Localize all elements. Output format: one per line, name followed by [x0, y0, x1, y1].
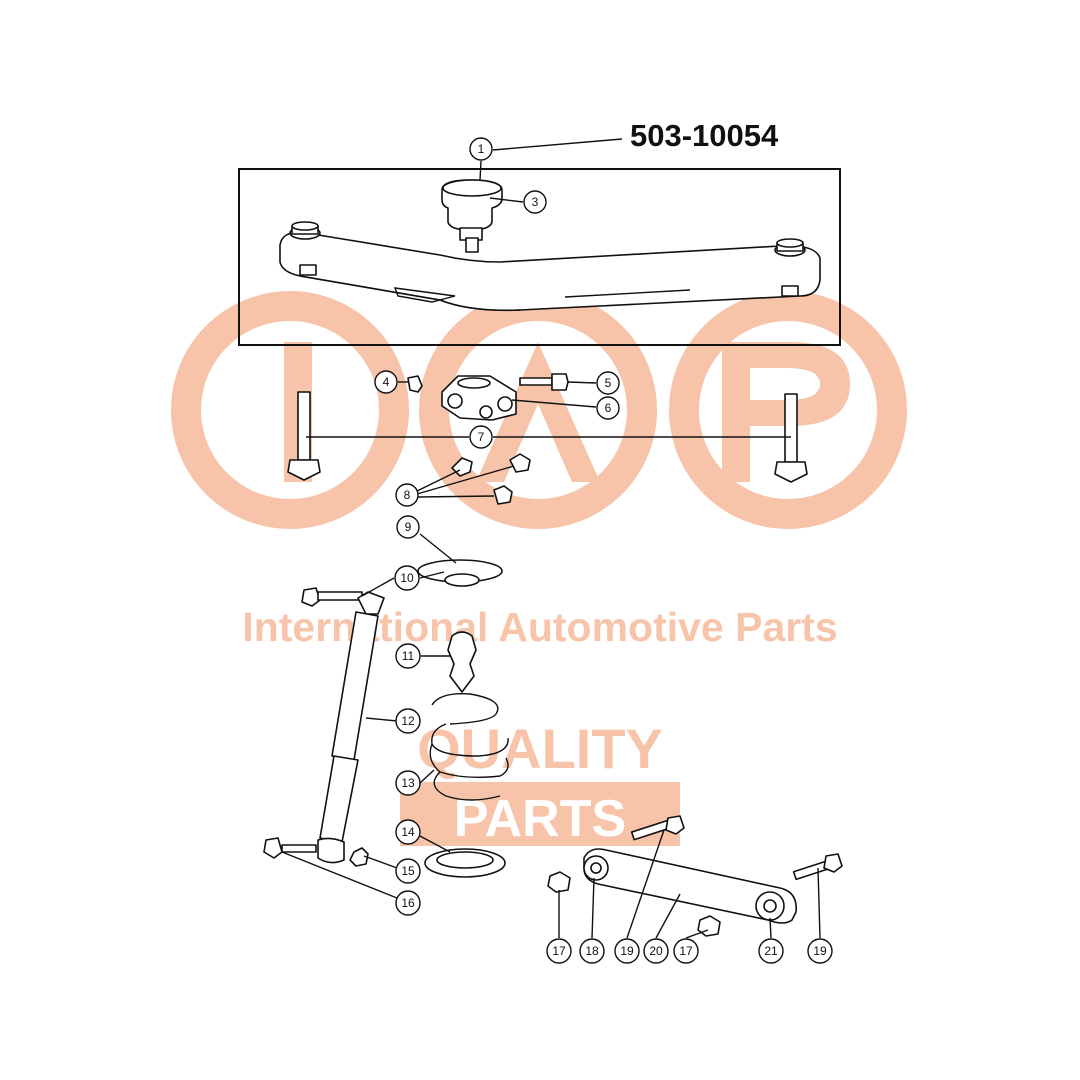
watermark-parts: PARTS: [454, 790, 626, 848]
callout-3: 3: [523, 190, 547, 214]
nut-left: [547, 871, 571, 893]
callout-6: 6: [596, 396, 620, 420]
callout-10: 10: [394, 565, 420, 591]
callout-8: 8: [395, 483, 419, 507]
callout-label: 5: [605, 376, 612, 390]
coil-spring: [429, 693, 509, 801]
long-bolt-right: [774, 393, 808, 483]
callout-label: 15: [401, 864, 415, 878]
callout-11: 11: [395, 643, 421, 669]
bushing-bracket: [441, 375, 517, 421]
upper-control-arm: [279, 221, 821, 312]
callout-label: 17: [552, 944, 566, 958]
shock-upper-bolt: [301, 587, 363, 607]
callout-18: 18: [579, 938, 605, 964]
callout-label: 19: [620, 944, 634, 958]
callout-4: 4: [374, 370, 398, 394]
callout-label: 21: [764, 944, 778, 958]
watermark-ring-right: [669, 291, 907, 529]
part-number-leader: [492, 138, 623, 151]
callout-label: 19: [813, 944, 827, 958]
callout-17-left: 17: [546, 938, 572, 964]
long-bolt-left: [287, 391, 321, 481]
callout-label: 20: [649, 944, 663, 958]
callout-20: 20: [643, 938, 669, 964]
callout-label: 11: [402, 649, 415, 663]
watermark-registered-mark: R: [667, 791, 675, 802]
callout-label: 3: [532, 195, 539, 209]
bracket-bolt: [519, 373, 569, 391]
small-bolts: [451, 453, 531, 505]
leader-lines: [281, 160, 821, 939]
callout-label: 16: [401, 896, 415, 910]
lower-spring-seat: [424, 848, 506, 878]
callout-label: 14: [401, 825, 415, 839]
callout-16: 16: [395, 890, 421, 916]
shock-absorber: [317, 591, 385, 864]
shock-lower-bolt: [263, 837, 317, 859]
callout-14: 14: [395, 819, 421, 845]
callout-9: 9: [396, 515, 420, 539]
callout-label: 9: [405, 520, 412, 534]
callout-19-right: 19: [807, 938, 833, 964]
watermark-ring-left: [171, 291, 409, 529]
watermark-letter-a: [476, 342, 600, 482]
shock-lower-nut: [349, 847, 369, 867]
part-number: 503-10054: [630, 118, 779, 153]
callout-17-right: 17: [673, 938, 699, 964]
ball-joint: [441, 179, 503, 253]
callout-label: 4: [383, 375, 390, 389]
callout-label: 17: [679, 944, 693, 958]
callout-label: 12: [401, 714, 415, 728]
callout-label: 6: [605, 401, 612, 415]
callout-label: 1: [478, 142, 485, 156]
callout-13: 13: [395, 770, 421, 796]
callout-7: 7: [469, 425, 493, 449]
callout-label: 13: [401, 776, 415, 790]
callout-21: 21: [758, 938, 784, 964]
callout-15: 15: [395, 858, 421, 884]
callout-19-left: 19: [614, 938, 640, 964]
bump-stop: [447, 631, 477, 693]
clip-part: [407, 375, 423, 393]
callout-label: 18: [585, 944, 599, 958]
callout-1: 1: [469, 137, 493, 161]
callout-12: 12: [395, 708, 421, 734]
callout-5: 5: [596, 371, 620, 395]
callout-label: 8: [404, 488, 411, 502]
lower-control-arm: [583, 848, 797, 924]
control-arm-bolt-right: [792, 853, 843, 881]
callout-label: 7: [478, 430, 485, 444]
upper-spring-seat: [417, 559, 503, 587]
assembly-frame: [238, 168, 841, 346]
watermark-tagline: International Automotive Parts: [242, 604, 837, 650]
control-arm-bolt-top: [630, 815, 685, 841]
watermark-quality: QUALITY: [417, 717, 663, 780]
callout-label: 10: [400, 571, 414, 585]
